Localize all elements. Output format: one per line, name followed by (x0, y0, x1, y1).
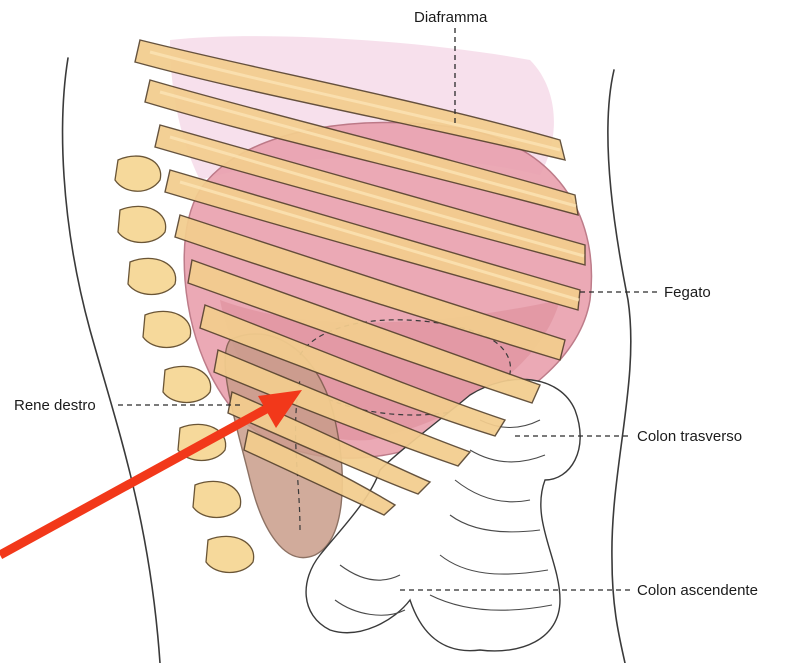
label-fegato: Fegato (664, 284, 711, 301)
label-rene-destro: Rene destro (14, 397, 96, 414)
label-diaframma: Diaframma (414, 9, 488, 26)
label-colon-trasverso: Colon trasverso (637, 428, 742, 445)
label-colon-ascendente: Colon ascendente (637, 582, 758, 599)
